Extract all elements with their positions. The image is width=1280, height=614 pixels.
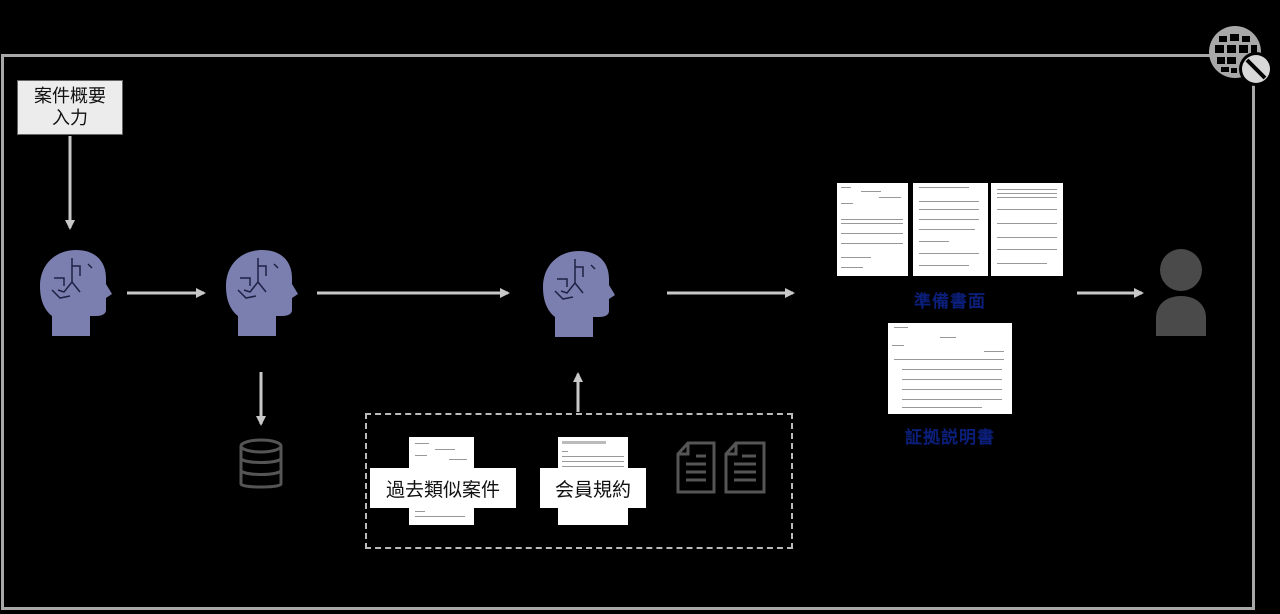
user-icon	[1156, 249, 1206, 336]
documents-icon	[676, 441, 766, 494]
brief-document-page-2	[913, 183, 988, 276]
ai-head-icon	[226, 250, 298, 336]
input-box-label-line1: 案件概要	[34, 85, 106, 107]
globe-blocked-icon	[1209, 26, 1273, 86]
knowledge-sources-box	[365, 413, 793, 549]
evidence-explanation-document	[888, 323, 1012, 414]
source-member-terms: 会員規約	[540, 468, 646, 508]
source-past-similar-cases: 過去類似案件	[370, 468, 516, 508]
input-box-label-line2: 入力	[52, 107, 88, 129]
brief-label: 準備書面	[914, 292, 986, 312]
ai-head-icon	[543, 251, 615, 337]
ai-head-icon	[40, 250, 112, 336]
brief-document-page-3	[991, 183, 1063, 276]
evidence-explanation-label: 証拠説明書	[905, 428, 995, 448]
database-icon	[239, 438, 283, 489]
brief-document-page-1	[837, 183, 908, 276]
outer-boundary-frame	[1, 54, 1255, 610]
case-summary-input-box: 案件概要 入力	[17, 80, 123, 135]
